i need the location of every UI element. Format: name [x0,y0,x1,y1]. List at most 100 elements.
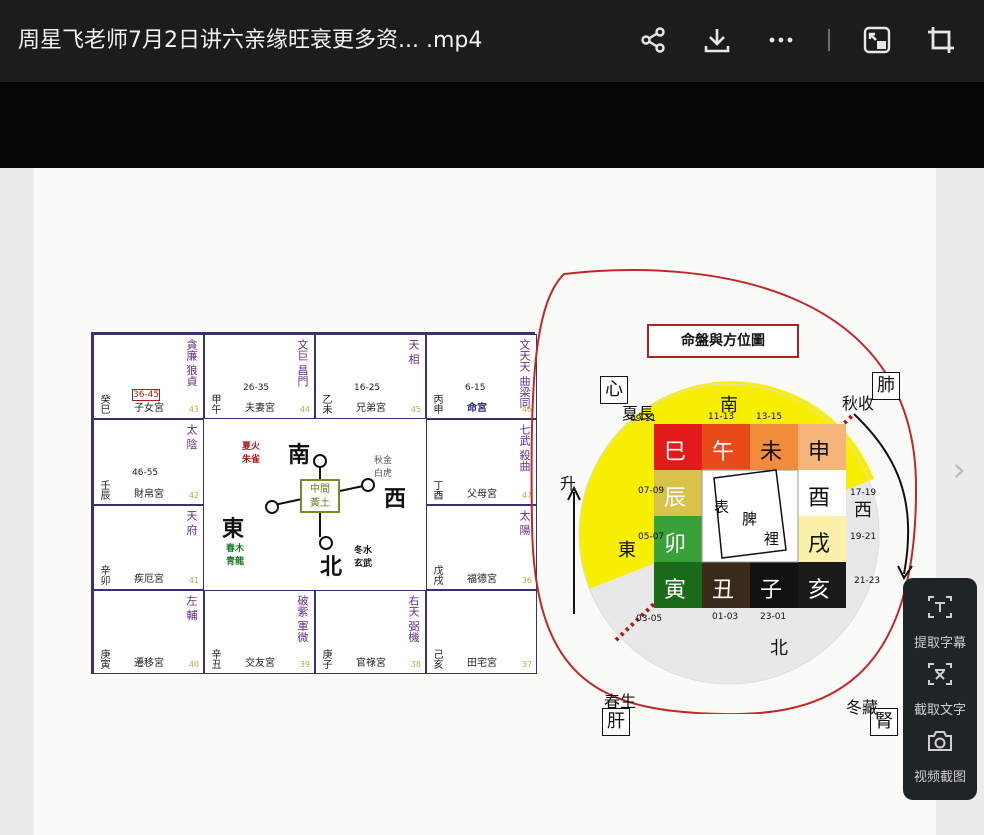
palace-cell: 己亥 田宅宮 37 [426,590,537,674]
ganzhi-label: 甲午 [209,394,220,414]
time-label: 11-13 [708,412,735,422]
ganzhi-label: 戊戌 [431,565,442,585]
slide: 貪廉 狼貞 36-45 癸巳 子女宮 43 文巨 昌門 26-35 甲午 夫妻宮… [34,168,936,835]
dir-south: 南 [288,442,311,468]
age-range: 6-15 [465,383,486,393]
share-icon[interactable] [636,20,670,60]
palace-name: 命宮 [467,403,487,414]
stars-label: 貪廉 狼貞 [185,339,198,387]
pip-icon[interactable] [860,20,894,60]
palace-name: 疾厄宮 [134,574,164,585]
cell-number: 36 [521,576,532,585]
winter-label: 冬水 玄武 [354,546,373,569]
video-letterbox [0,82,984,168]
branch-shen: 申 [808,440,831,465]
center-biao: 表 [714,498,730,516]
branch-mao: 卯 [664,532,687,557]
dir-west: 西 [854,500,872,521]
palace-cell: 貪廉 狼貞 36-45 癸巳 子女宮 43 [93,334,204,419]
video-screenshot-button[interactable]: 视频截图 [914,726,966,785]
time-label: 13-15 [756,412,783,422]
branch-yin: 寅 [664,578,687,603]
stars-label: 右天 弼機 [407,595,420,643]
spring-label: 春木 青龍 [226,544,245,567]
time-label: 19-21 [850,532,877,542]
time-label: 05-07 [638,532,665,542]
diagram-title: 命盤與方位圖 [647,324,799,358]
time-label: 09-11 [630,414,657,424]
cell-number: 44 [299,405,310,414]
palace-cell: 破紫 軍微 辛丑 交友宮 39 [204,590,315,674]
palace-name: 交友宮 [245,658,275,669]
branch-xu: 戌 [808,532,831,557]
palace-cell: 左 輔 庚寅 遷移宮 40 [93,590,204,674]
dir-north: 北 [770,638,788,659]
cell-number: 43 [188,405,199,414]
branch-wu: 午 [712,440,735,465]
stars-label: 文天天 曲梁同 [518,339,531,409]
time-label: 17-19 [850,488,877,498]
season-autumn: 秋收 [842,394,875,413]
palace-cell: 天 府 辛卯 疾厄宮 41 [93,505,204,590]
stars-label: 左 輔 [185,595,198,621]
age-range: 36-45 [132,389,161,401]
branch-zi: 子 [760,578,783,603]
dir-north: 北 [320,554,343,580]
toolbar [636,20,958,60]
age-range: 26-35 [243,383,270,393]
center-pi: 脾 [742,510,758,528]
subtitle-extract-button[interactable]: 提取字幕 [914,592,966,651]
ganzhi-label: 壬辰 [98,480,109,500]
organ-lung: 肺 [872,372,900,400]
subtitle-icon [925,592,955,632]
crop-icon[interactable] [924,20,958,60]
dir-south: 南 [720,395,738,416]
video-screenshot-label: 视频截图 [913,770,966,785]
stars-label: 天 府 [185,510,198,536]
ziwei-chart: 貪廉 狼貞 36-45 癸巳 子女宮 43 文巨 昌門 26-35 甲午 夫妻宮… [91,332,537,674]
next-chevron-icon[interactable]: › [952,450,966,490]
stars-label: 破紫 軍微 [296,595,309,643]
palace-name: 子女宮 [134,403,164,414]
branch-si: 巳 [664,440,687,465]
video-frame[interactable]: 貪廉 狼貞 36-45 癸巳 子女宮 43 文巨 昌門 26-35 甲午 夫妻宮… [0,168,984,835]
palace-name: 財帛宮 [134,489,164,500]
palace-cell: 右天 弼機 庚子 官祿宮 38 [315,590,426,674]
arrow-up-label: 升 [560,474,577,493]
palace-cell: 太 陰 46-55 壬辰 財帛宮 42 [93,419,204,505]
cell-number: 37 [521,660,532,669]
branch-wei: 未 [760,440,783,465]
toolbar-separator [828,29,830,51]
branch-chen: 辰 [664,486,687,511]
more-icon[interactable] [764,20,798,60]
season-winter: 冬藏 [846,698,879,717]
palace-name: 遷移宮 [134,658,164,669]
ganzhi-label: 丁酉 [431,480,442,500]
text-extract-button[interactable]: 截取文字 [914,659,966,718]
palace-name: 父母宮 [467,489,497,500]
time-label: 01-03 [712,612,739,622]
floating-tool-panel: 提取字幕 截取文字 视频截图 [903,578,977,800]
organ-kidney: 腎 [870,708,898,736]
center-li: 裡 [764,530,780,548]
ganzhi-label: 辛丑 [209,649,220,669]
dir-east: 東 [618,540,636,561]
branch-you: 酉 [808,486,831,511]
summer-label: 夏火 朱雀 [242,442,261,465]
branch-chou: 丑 [712,578,735,603]
subtitle-extract-label: 提取字幕 [913,636,966,651]
time-label: 23-01 [760,612,787,622]
text-extract-label: 截取文字 [913,703,966,718]
organ-liver: 肝 [602,708,630,736]
branch-hai: 亥 [808,578,831,603]
ganzhi-label: 己亥 [431,649,442,669]
ganzhi-label: 辛卯 [98,565,109,585]
cell-number: 42 [188,491,199,500]
palace-cell: 太 陽 戊戌 福德宮 36 [426,505,537,590]
season-summer: 夏長 [622,404,655,423]
cell-number: 41 [188,576,199,585]
video-title: 周星飞老师7月2日讲六亲缘旺衰更多资... .mp4 [18,28,483,53]
cell-number: 47 [521,491,532,500]
download-icon[interactable] [700,20,734,60]
camera-icon [925,726,955,766]
